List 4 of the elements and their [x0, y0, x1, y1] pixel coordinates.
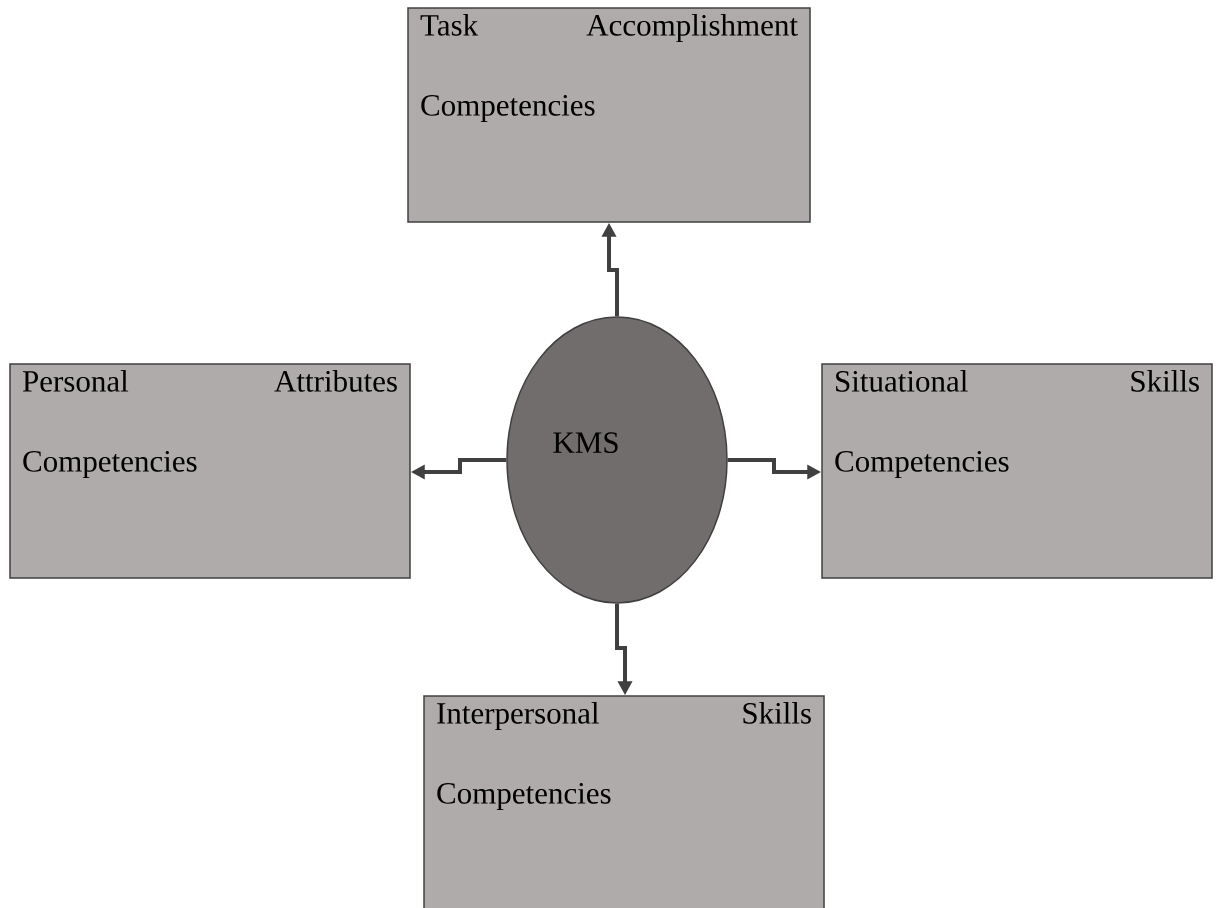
- text-box: Personal Attributes Competencies: [9, 363, 411, 579]
- text-box: Task Accomplishment Competencies: [407, 7, 811, 223]
- text-box: Interpersonal Skills Competencies: [423, 695, 825, 908]
- text-box: Situational Skills Competencies: [821, 363, 1213, 579]
